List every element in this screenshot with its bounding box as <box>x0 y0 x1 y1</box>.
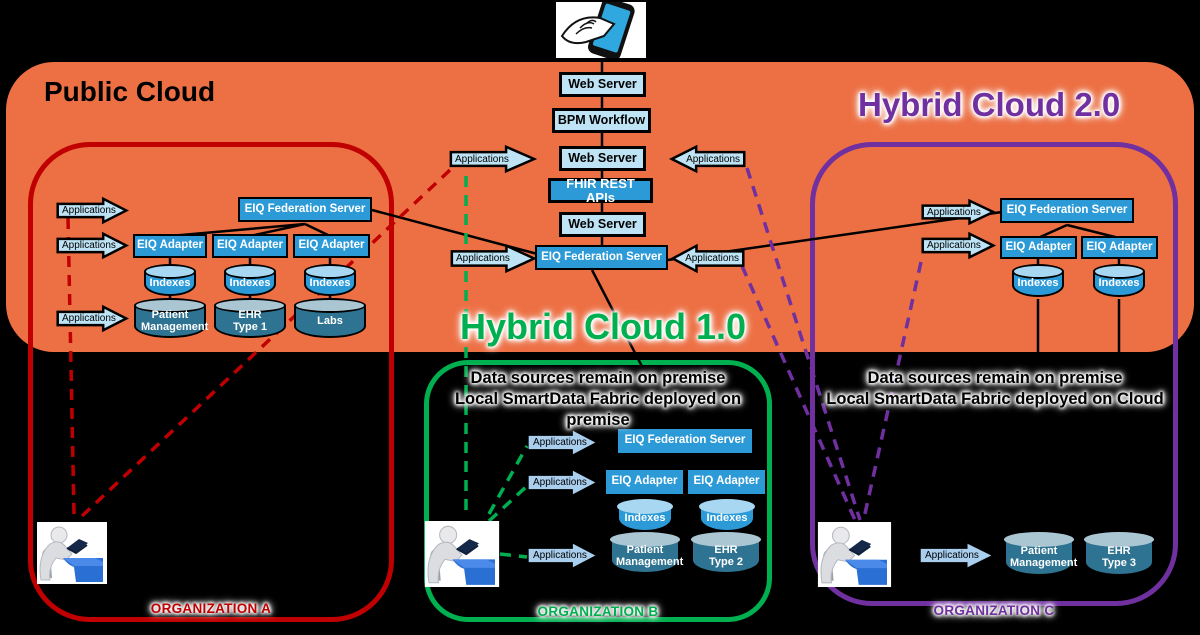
arrow-right-icon <box>451 245 535 272</box>
tablet-hand-icon <box>556 2 646 58</box>
applications-arrow-center-top-left: Applications <box>450 146 535 172</box>
cylinder-top <box>1093 264 1145 279</box>
applications-arrow-org-c-2: Applications <box>922 233 994 258</box>
cylinder-top <box>224 264 276 279</box>
org-c-eiq-federation-server-box: EIQ Federation Server <box>1000 198 1134 223</box>
applications-arrow-center-mid-left: Applications <box>451 245 535 272</box>
arrow-right-icon <box>528 470 596 495</box>
organization-a-boundary <box>28 142 394 622</box>
org-a-eiq-adapter-box-1: EIQ Adapter <box>133 234 207 258</box>
cylinder-top <box>1012 264 1064 279</box>
org-b-user-links <box>464 176 529 559</box>
arrow-right-icon <box>920 543 992 568</box>
cylinder-top <box>1004 532 1074 547</box>
org-c-user-links <box>740 167 923 521</box>
applications-arrow-org-b-3: Applications <box>528 543 596 568</box>
web-server-box-3: Web Server <box>559 212 646 237</box>
arrow-right-icon <box>57 233 127 258</box>
hybrid-cloud-1-label: Hybrid Cloud 1.0 <box>460 306 747 347</box>
org-a-labs-cylinder: Labs <box>294 298 366 338</box>
org-a-ehr-type-1-cylinder: EHR Type 1 <box>214 298 286 338</box>
org-c-indexes-cylinder-1: Indexes <box>1012 264 1064 297</box>
org-b-eiq-adapter-box-1: EIQ Adapter <box>606 470 683 494</box>
org-c-note-line-2: Local SmartData Fabric deployed on Cloud <box>826 390 1164 408</box>
org-a-eiq-adapter-box-3: EIQ Adapter <box>293 234 370 258</box>
org-c-note-line-1: Data sources remain on premise <box>867 369 1123 387</box>
public-cloud-label: Public Cloud <box>44 76 216 107</box>
org-c-eiq-adapter-box-1: EIQ Adapter <box>1000 236 1077 259</box>
web-server-box-1: Web Server <box>559 72 646 97</box>
org-b-note: Data sources remain on premise Local Sma… <box>424 368 772 431</box>
org-a-user-at-desk-icon <box>37 522 107 584</box>
bpm-workflow-box: BPM Workflow <box>552 108 651 133</box>
applications-arrow-org-b-2: Applications <box>528 470 596 495</box>
org-a-indexes-cylinder-2: Indexes <box>224 264 276 296</box>
applications-arrow-org-a-3: Applications <box>57 306 127 331</box>
arrow-right-icon <box>57 198 127 223</box>
org-b-note-line-2: Local SmartData Fabric deployed on premi… <box>454 390 742 429</box>
web-server-box-2: Web Server <box>559 146 646 171</box>
org-a-name-label: ORGANIZATION A <box>150 601 272 616</box>
applications-arrow-center-top-right: Applications <box>671 146 745 172</box>
arrow-right-icon <box>450 146 535 172</box>
org-b-indexes-cylinder-2: Indexes <box>699 499 755 530</box>
arrow-right-icon <box>57 306 127 331</box>
applications-arrow-center-mid-right: Applications <box>672 245 744 272</box>
org-c-patient-management-cylinder: Patient Management <box>1004 532 1077 574</box>
arrow-left-icon <box>672 245 744 272</box>
central-eiq-federation-server-box: EIQ Federation Server <box>535 245 668 270</box>
org-b-eiq-adapter-box-2: EIQ Adapter <box>688 470 765 494</box>
org-a-eiq-adapter-box-2: EIQ Adapter <box>212 234 288 258</box>
org-b-indexes-cylinder-1: Indexes <box>617 499 673 530</box>
applications-arrow-org-c-1: Applications <box>922 200 994 224</box>
org-a-eiq-federation-server-box: EIQ Federation Server <box>238 197 372 222</box>
arrow-right-icon <box>922 200 994 224</box>
cylinder-top <box>144 264 196 279</box>
org-c-ehr-type-3-cylinder: EHR Type 3 <box>1084 532 1154 574</box>
org-b-eiq-federation-server-box: EIQ Federation Server <box>618 429 752 453</box>
fhir-rest-apis-box: FHIR REST APIs <box>548 177 653 204</box>
cylinder-top <box>134 298 206 313</box>
cylinder-top <box>294 298 366 313</box>
applications-arrow-org-a-2: Applications <box>57 233 127 258</box>
org-b-patient-management-cylinder: Patient Management <box>610 532 683 572</box>
org-a-indexes-cylinder-3: Indexes <box>304 264 356 296</box>
org-b-note-line-1: Data sources remain on premise <box>470 369 726 387</box>
org-c-user-at-desk-icon <box>817 522 892 587</box>
org-c-note: Data sources remain on premise Local Sma… <box>812 368 1178 410</box>
cylinder-top <box>610 532 680 547</box>
org-b-user-at-desk-icon <box>424 521 500 587</box>
cylinder-top <box>617 499 673 514</box>
arrow-right-icon <box>528 430 596 455</box>
org-b-ehr-type-2-cylinder: EHR Type 2 <box>691 532 761 572</box>
arrow-right-icon <box>922 233 994 258</box>
cylinder-top <box>1084 532 1154 547</box>
org-a-indexes-cylinder-1: Indexes <box>144 264 196 296</box>
org-a-user-links <box>66 168 452 518</box>
arrow-left-icon <box>671 146 745 172</box>
arrow-right-icon <box>528 543 596 568</box>
applications-arrow-org-c-bottom: Applications <box>920 543 992 568</box>
organization-b-boundary <box>424 360 772 622</box>
org-c-eiq-adapter-box-2: EIQ Adapter <box>1081 236 1158 259</box>
hybrid-cloud-2-label: Hybrid Cloud 2.0 <box>858 86 1121 123</box>
org-b-name-label: ORGANIZATION B <box>537 604 659 619</box>
org-c-indexes-cylinder-2: Indexes <box>1093 264 1145 297</box>
cylinder-top <box>304 264 356 279</box>
org-c-name-label: ORGANIZATION C <box>933 603 1055 618</box>
cylinder-top <box>691 532 761 547</box>
cylinder-top <box>214 298 286 313</box>
cylinder-top <box>699 499 755 514</box>
applications-arrow-org-b-1: Applications <box>528 430 596 455</box>
org-a-patient-management-cylinder: Patient Management <box>134 298 208 338</box>
applications-arrow-org-a-1: Applications <box>57 198 127 223</box>
